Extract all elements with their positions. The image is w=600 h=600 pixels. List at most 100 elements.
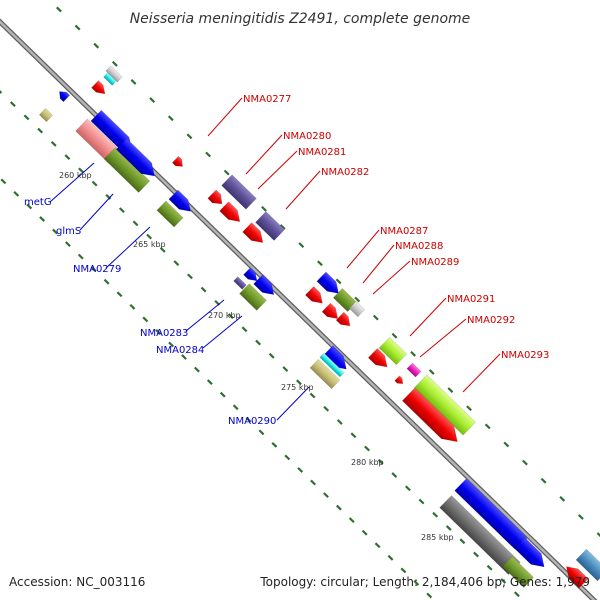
tick-mark [391,472,398,478]
tick-mark [0,178,7,185]
gene-feature-nma0281[interactable] [219,201,245,227]
gene-feature-nma0284[interactable] [239,283,267,311]
gene-label-nma0291[interactable]: NMA0291 [447,294,495,305]
gene-feature[interactable] [321,302,342,323]
scale-labels: 260 kbp 265 kbp 270 kbp 275 kbp 280 kbp … [59,171,454,542]
tick-mark [93,42,100,49]
gene-feature[interactable] [243,267,260,285]
tick-mark [194,366,200,373]
gene-feature[interactable] [207,189,226,208]
gene-feature-nma0290[interactable] [309,358,341,390]
gene-feature-nma0291[interactable] [378,336,408,366]
gene-feature[interactable] [501,556,535,588]
label-connector-line [207,97,243,137]
label-connector-line [185,299,225,332]
gene-feature-nma0283[interactable] [233,276,247,290]
gene-feature[interactable] [514,537,550,572]
gene-feature[interactable] [562,562,589,589]
gene-feature[interactable] [242,222,268,248]
tick-mark [91,180,98,187]
gene-feature[interactable] [401,387,463,448]
tick-mark [310,479,317,486]
label-connector-line [276,386,310,421]
gene-feature-nma0292[interactable] [406,362,422,378]
tick-mark [503,441,510,448]
label-connector-line [362,244,395,284]
tick-mark [540,477,547,484]
label-connector-line [202,315,243,349]
gene-feature[interactable] [91,80,108,98]
gene-feature[interactable] [56,88,71,103]
tick-mark [336,419,343,425]
gene-feature[interactable] [439,495,521,575]
gene-label-nma0283[interactable]: NMA0283 [140,328,188,339]
gene-feature[interactable] [348,300,366,318]
gene-feature-nma0288[interactable] [332,287,358,313]
genome-backbone [0,18,598,600]
tick-mark [159,246,166,253]
gene-feature-nma0280[interactable] [221,174,257,210]
gene-feature-nma0277[interactable] [171,155,185,169]
tick-mark [77,253,84,260]
label-connector-line [257,150,298,190]
gene-feature[interactable] [38,107,54,123]
tick-mark [284,454,291,461]
gene-label-nma0289[interactable]: NMA0289 [411,257,459,268]
gene-label-metg[interactable]: metG [24,197,52,208]
gene-feature-nma0289[interactable] [335,311,354,330]
tick-mark [232,404,239,411]
tick-mark [447,387,454,393]
tick-mark [522,459,528,466]
tick-mark [0,90,3,94]
tick-mark [219,391,226,398]
gene-label-nma0284[interactable]: NMA0284 [156,345,204,356]
gene-label-nma0279[interactable]: NMA0279 [73,264,121,275]
gene-label-nma0290[interactable]: NMA0290 [228,416,276,427]
gene-label-nma0280[interactable]: NMA0280 [283,131,331,142]
gene-label-nma0292[interactable]: NMA0292 [467,315,515,326]
gene-feature-nma0279[interactable] [156,200,184,228]
gene-label-nma0281[interactable]: NMA0281 [298,147,346,158]
gene-label-nma0293[interactable]: NMA0293 [501,350,549,361]
tick-mark [348,517,355,524]
gene-feature-nma0293[interactable] [413,374,477,436]
gene-label-nma0288[interactable]: NMA0288 [395,241,443,252]
tick-mark [418,498,425,505]
reverse-gene-labels: metG glmS NMA0279 NMA0283 NMA0284 NMA029… [24,197,276,427]
gene-feature[interactable] [319,352,345,378]
gene-feature[interactable] [105,65,123,83]
tick-mark [258,429,265,436]
gene-label-nma0282[interactable]: NMA0282 [321,167,369,178]
gene-feature-nma0287[interactable] [316,271,343,298]
tick-mark [428,369,435,375]
tick-mark [410,350,417,357]
tick-mark [500,578,507,584]
tick-mark [317,260,323,267]
tick-mark [167,115,174,122]
tick-mark [466,405,472,412]
gene-feature[interactable] [168,189,195,216]
tick-mark [350,432,357,439]
tick-mark [335,504,342,511]
gene-feature-nma0282[interactable] [255,211,285,241]
gene-feature[interactable] [304,285,326,307]
tick-mark [445,525,452,531]
gene-label-nma0287[interactable]: NMA0287 [380,226,428,237]
tick-mark [168,341,175,348]
gene-label-glms[interactable]: glmS [56,226,81,237]
gene-feature[interactable] [367,347,391,371]
topology-text: Topology: circular; Length: 2,184,406 bp… [259,575,590,589]
tick-mark [387,554,394,561]
tick-mark [26,203,33,210]
tick-mark [132,220,139,227]
gene-feature[interactable] [253,274,279,300]
map-title: Neisseria meningitidis Z2491, complete g… [130,11,471,27]
tick-mark [473,551,479,558]
gene-feature[interactable] [115,138,159,182]
tick-mark [52,228,58,235]
gene-feature[interactable] [394,375,406,387]
tick-mark [173,260,180,266]
label-connector-line [409,297,447,337]
tick-mark [205,151,212,158]
gene-label-nma0277[interactable]: NMA0277 [243,94,291,105]
